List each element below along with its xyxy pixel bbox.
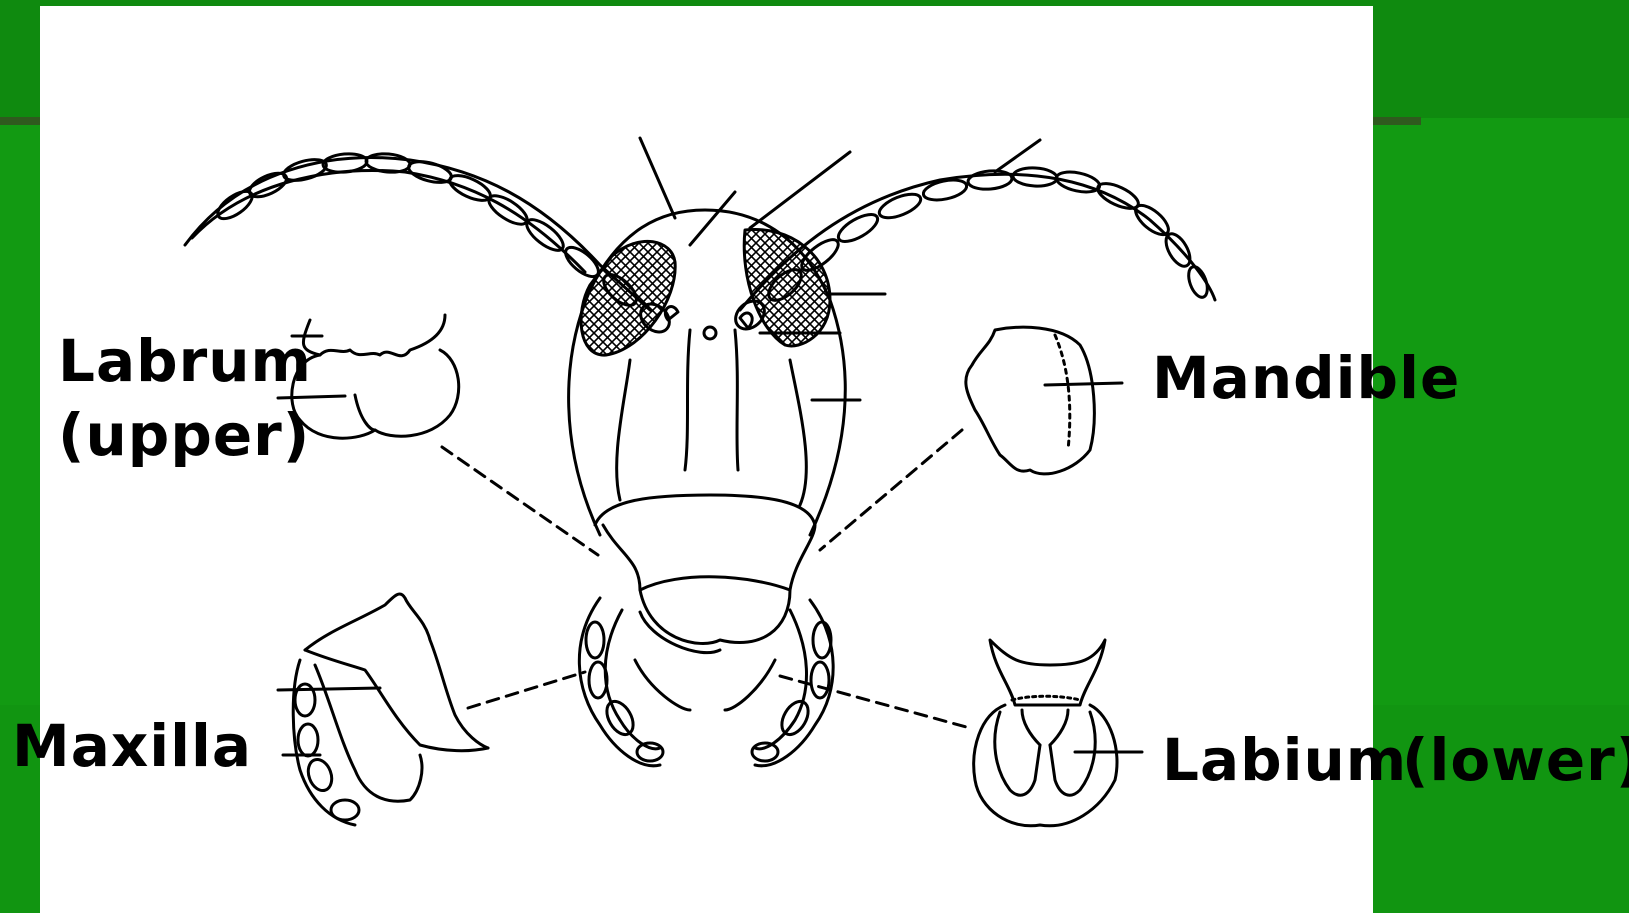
dashed-connector xyxy=(780,676,970,728)
label-labrum-upper: (upper) xyxy=(58,400,310,470)
label-labium-lower: (lower) xyxy=(1402,725,1629,795)
label-labrum: Labrum xyxy=(58,326,312,396)
dashed-connector xyxy=(468,672,585,708)
leader-line xyxy=(640,138,675,218)
left-palp xyxy=(579,598,690,766)
label-maxilla: Maxilla xyxy=(12,711,252,781)
label-mandible: Mandible xyxy=(1152,343,1460,413)
clypeus-labrum xyxy=(595,495,815,653)
dashed-connector xyxy=(820,430,962,550)
maxilla-part xyxy=(278,594,488,825)
leader-line xyxy=(750,152,850,228)
label-labium: Labium xyxy=(1162,725,1407,795)
labium-part xyxy=(974,640,1142,826)
leader-line xyxy=(690,192,735,245)
mandible-part xyxy=(966,327,1122,474)
